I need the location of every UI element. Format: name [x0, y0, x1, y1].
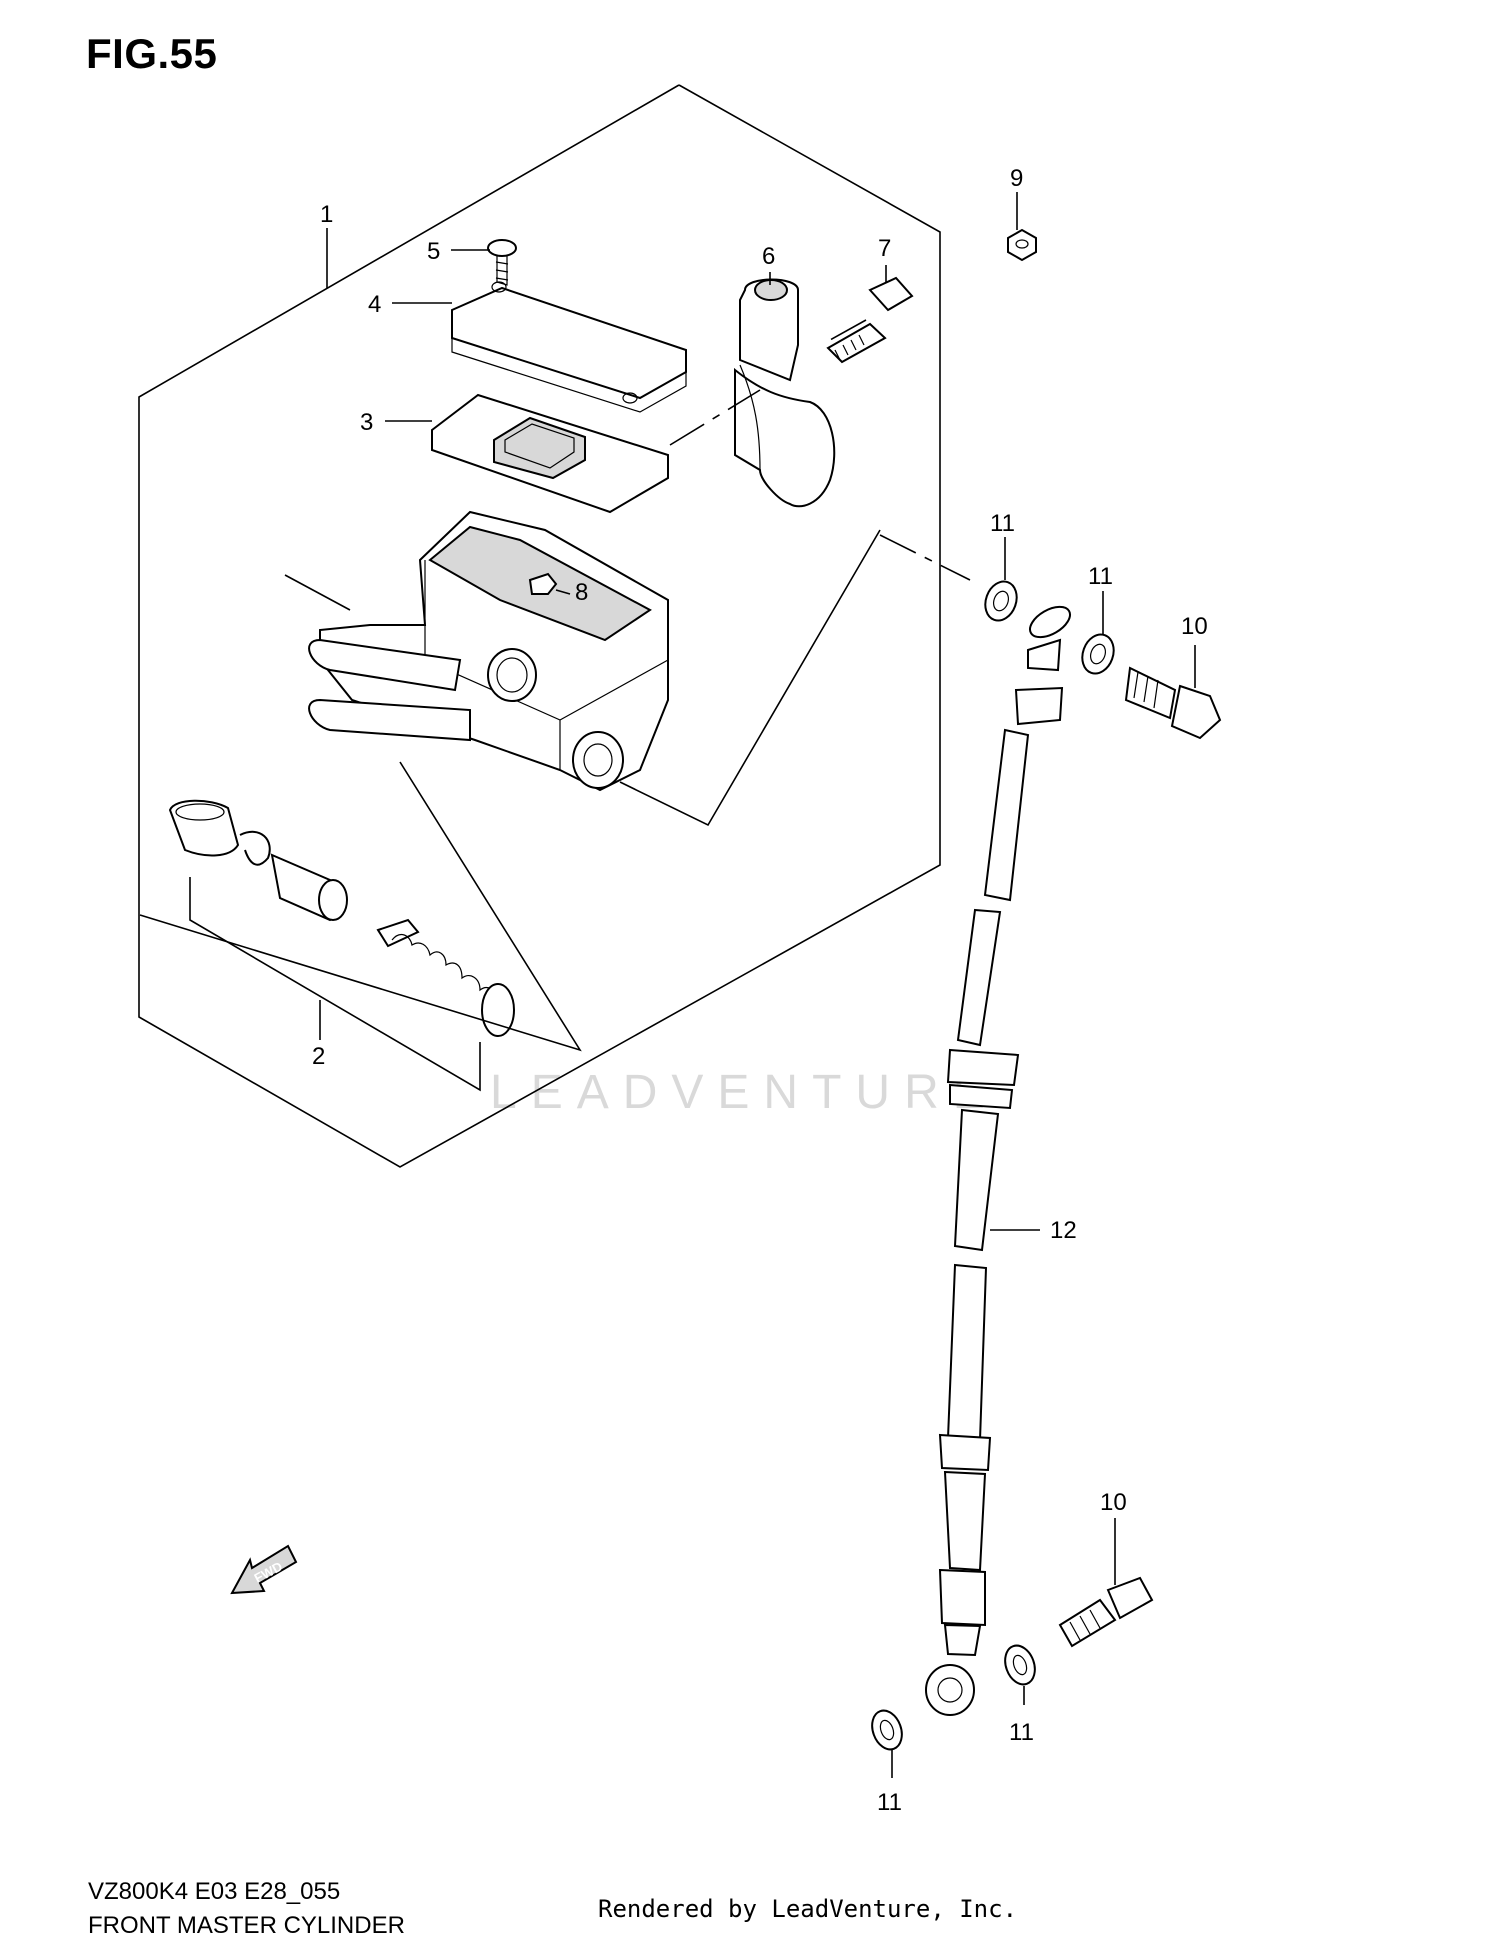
diagram-code: VZ800K4 E03 E28_055 — [88, 1878, 341, 1905]
callout-6: 6 — [762, 243, 775, 270]
center-line-banjo — [879, 534, 971, 581]
reservoir-cap[interactable] — [451, 281, 687, 413]
callout-2: 2 — [312, 1043, 325, 1070]
callout-12: 12 — [1050, 1217, 1077, 1244]
washer-upper-right[interactable] — [1077, 630, 1119, 678]
rendered-by-credit: Rendered by LeadVenture, Inc. — [598, 1895, 1018, 1923]
bleeder-fitting[interactable] — [528, 572, 558, 595]
union-bolt-upper[interactable] — [1124, 666, 1222, 740]
washer-upper-left[interactable] — [980, 577, 1022, 625]
center-line-bolt — [829, 319, 867, 341]
diagram-description: FRONT MASTER CYLINDER — [88, 1912, 405, 1939]
leader-8 — [555, 589, 571, 595]
explode-line-lower — [139, 761, 582, 1052]
callout-9: 9 — [1010, 165, 1023, 192]
callout-3: 3 — [360, 409, 373, 436]
fwd-label: FWD — [252, 1559, 285, 1586]
figure-title: FIG.55 — [86, 30, 218, 77]
washer-lower-left[interactable] — [867, 1706, 907, 1753]
callout-5: 5 — [427, 238, 440, 265]
explode-line-upper — [284, 574, 351, 611]
washer-lower-right[interactable] — [1000, 1641, 1040, 1688]
callout-10-lower: 10 — [1100, 1489, 1127, 1516]
nut[interactable] — [1007, 228, 1037, 262]
callout-10-upper: 10 — [1181, 613, 1208, 640]
screw[interactable] — [487, 239, 517, 286]
brake-hose[interactable] — [925, 601, 1075, 1716]
handlebar-clamp[interactable] — [734, 278, 836, 508]
assembly-outline — [138, 84, 941, 1168]
clamp-bolt[interactable] — [826, 276, 914, 364]
fwd-arrow-icon: FWD — [230, 1544, 298, 1595]
callout-8: 8 — [575, 579, 588, 606]
master-cylinder-body[interactable] — [308, 510, 669, 792]
watermark: LEADVENTURE — [490, 1066, 999, 1119]
callout-1: 1 — [320, 201, 333, 228]
callout-4: 4 — [368, 291, 381, 318]
bracket-part-2 — [189, 877, 481, 1092]
callout-11-d: 11 — [877, 1789, 902, 1816]
piston-kit[interactable] — [168, 799, 515, 1037]
callout-11-c: 11 — [1009, 1719, 1034, 1746]
callout-11-a: 11 — [990, 510, 1015, 537]
callout-11-b: 11 — [1088, 563, 1113, 590]
diaphragm[interactable] — [431, 393, 669, 514]
explode-line-right — [619, 529, 881, 827]
center-line-cap — [669, 389, 761, 446]
union-bolt-lower[interactable] — [1058, 1576, 1154, 1648]
callout-7: 7 — [878, 235, 891, 262]
